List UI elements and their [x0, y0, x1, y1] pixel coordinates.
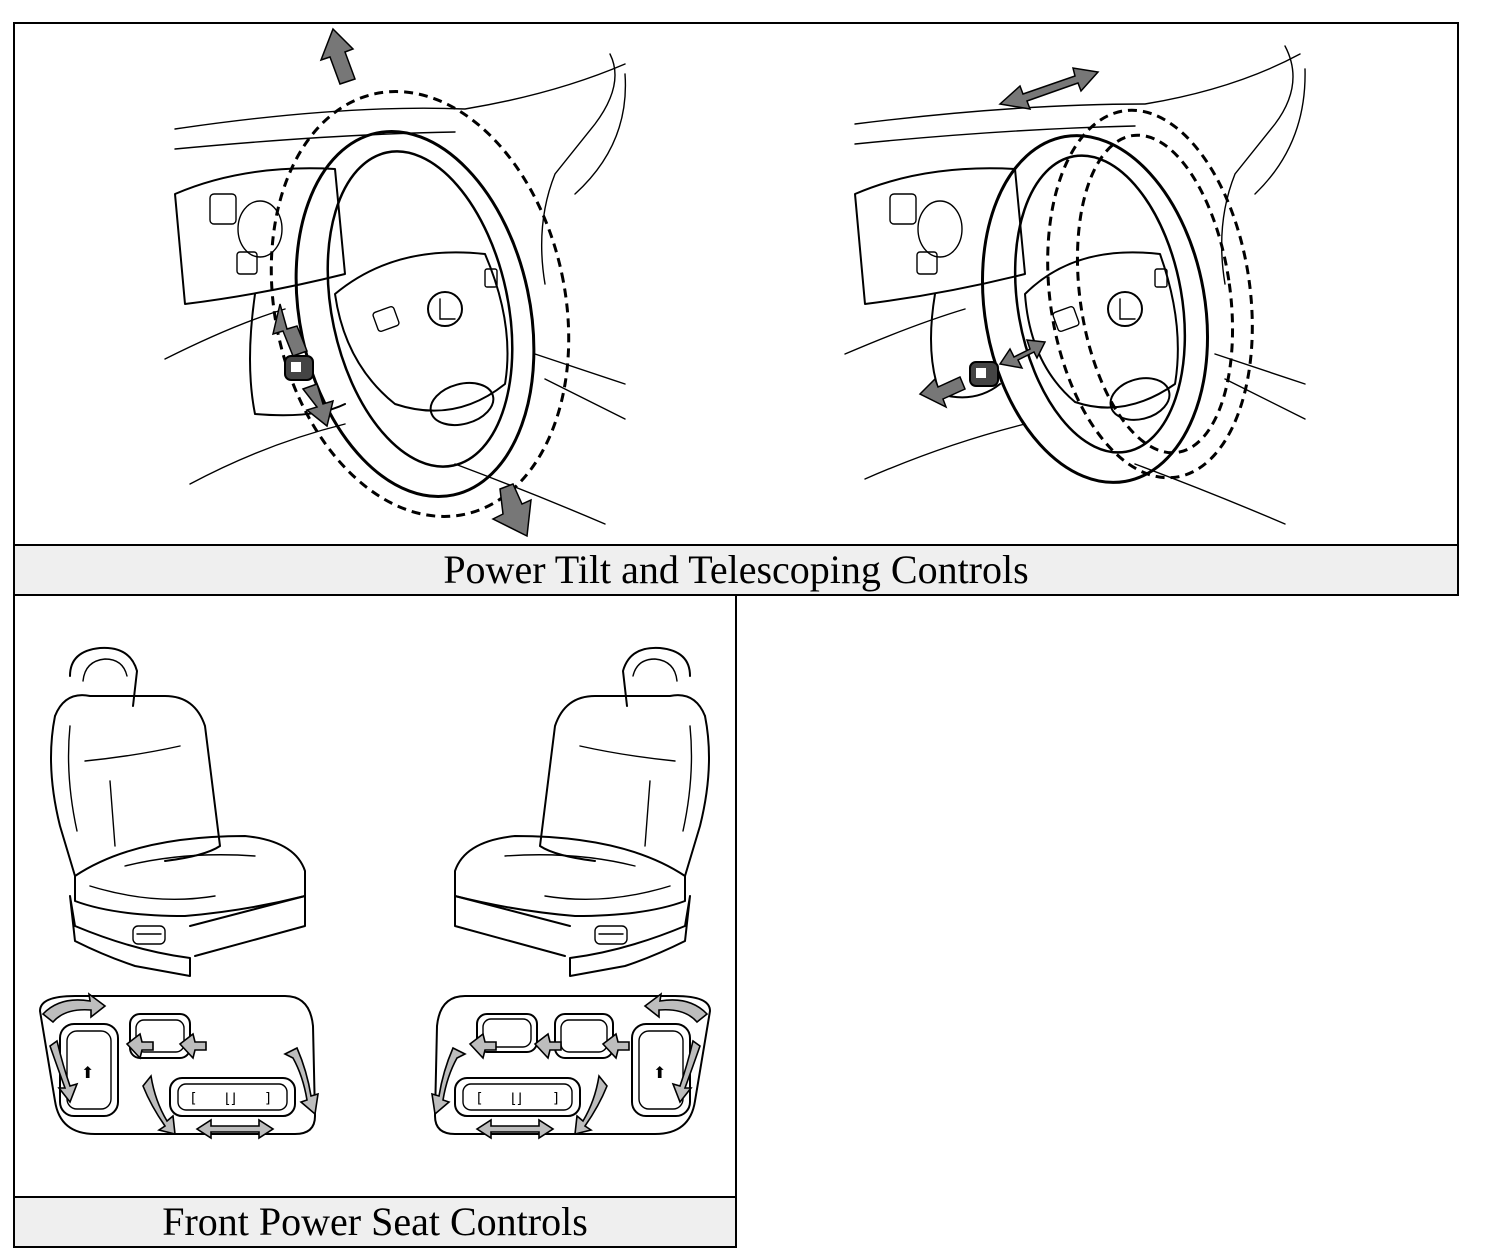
svg-text:⌊⌋: ⌊⌋: [225, 1091, 236, 1107]
steering-wheel-illustrations: [164, 27, 1306, 538]
passenger-seat-illustration: [454, 646, 710, 977]
passenger-seat-switch-panel: ⬆ [ ⌊⌋ ]: [431, 992, 711, 1140]
svg-text:⬆: ⬆: [653, 1063, 666, 1082]
figure-power-tilt-telescoping: Power Tilt and Telescoping Controls: [13, 22, 1459, 596]
svg-text:⌊⌋: ⌊⌋: [511, 1091, 522, 1107]
steering-wheel-tilt-illustration: [164, 27, 627, 538]
driver-seat-illustration: [50, 646, 306, 977]
svg-text:]: ]: [553, 1091, 558, 1107]
seat-illustrations: ⬆ [ ⌊⌋ ] ⬆: [39, 646, 711, 1140]
svg-text:]: ]: [265, 1091, 270, 1107]
driver-seat-switch-panel: ⬆ [ ⌊⌋ ]: [39, 992, 319, 1140]
svg-text:⬆: ⬆: [81, 1063, 94, 1082]
caption-power-tilt-telescoping: Power Tilt and Telescoping Controls: [15, 544, 1457, 594]
figure-front-power-seat: ⬆ [ ⌊⌋ ] ⬆: [13, 594, 737, 1248]
steering-wheel-telescope-illustration: [844, 45, 1306, 525]
caption-front-power-seat: Front Power Seat Controls: [15, 1196, 735, 1246]
svg-text:[: [: [191, 1091, 196, 1107]
svg-text:[: [: [477, 1091, 482, 1107]
